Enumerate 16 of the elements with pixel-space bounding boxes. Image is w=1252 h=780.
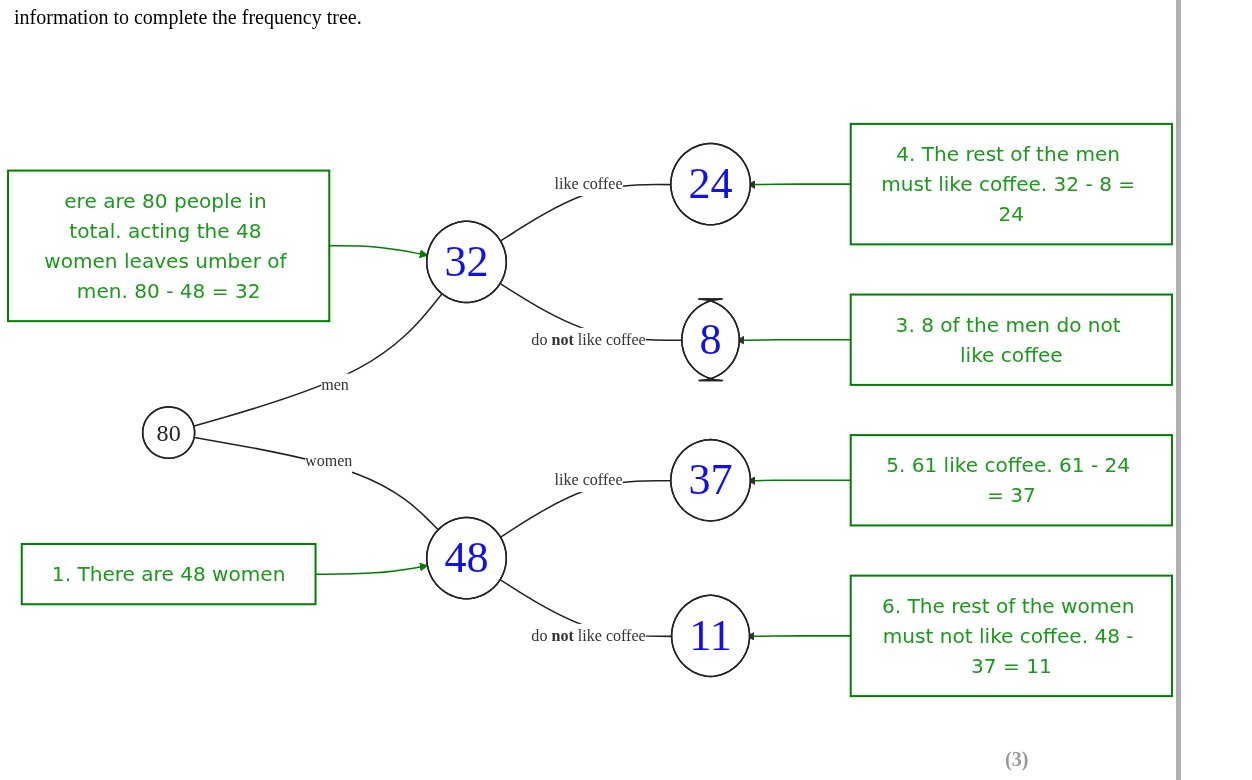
node-box: 1. There are 48 women xyxy=(20,543,317,606)
edge-label: like coffee xyxy=(554,471,623,489)
connector xyxy=(193,293,443,427)
node-box: 3. 8 of the men do not like coffee xyxy=(849,293,1173,386)
node-box: ere are 80 people in total. acting the 48 women leaves umber of men. 80 - 48 = 32 xyxy=(7,169,331,323)
node-box: 6. The rest of the women must not like coffee. 48 - 37 = 11 xyxy=(849,574,1173,698)
edge-label: women xyxy=(305,451,353,469)
node-box: 4. The rest of the men must like coffee. 32 - 8 = 24 xyxy=(849,122,1173,246)
edge-label: men xyxy=(321,376,349,394)
edge-label: do not like coffee xyxy=(531,626,646,644)
connector xyxy=(193,436,440,532)
edge-label: like coffee xyxy=(554,175,623,193)
node-box: 5. 61 like coffee. 61 - 24 = 37 xyxy=(849,434,1173,527)
instruction-text: information to complete the frequency tree. xyxy=(13,5,363,31)
marks-text: (3) xyxy=(1005,748,1029,771)
edge-label: do not like coffee xyxy=(531,330,646,348)
